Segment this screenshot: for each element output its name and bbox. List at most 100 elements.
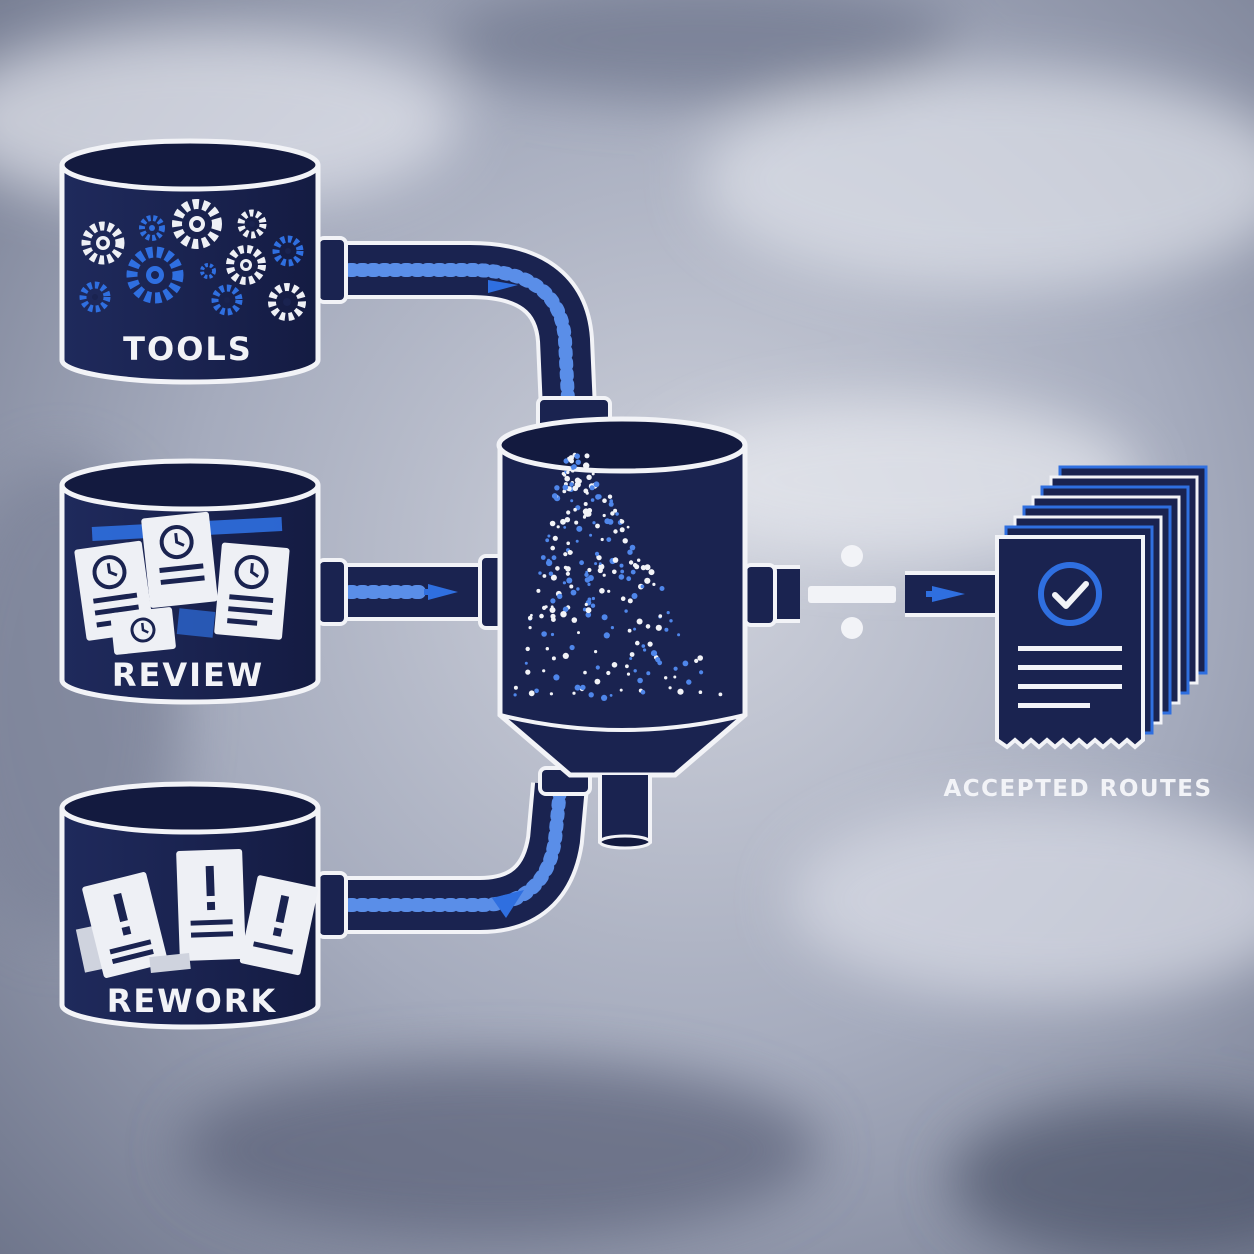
particle: [607, 589, 611, 593]
particle: [619, 519, 625, 524]
particle: [669, 619, 673, 623]
particle: [598, 562, 602, 565]
particle: [557, 593, 563, 599]
particle: [584, 453, 590, 459]
particle: [601, 694, 608, 702]
particle: [591, 596, 596, 601]
particle: [637, 558, 641, 562]
particle: [640, 565, 647, 571]
particle: [682, 660, 689, 667]
particle: [618, 574, 625, 580]
particle: [536, 588, 541, 593]
particle: [551, 555, 557, 561]
particle: [549, 520, 556, 527]
particle: [538, 571, 542, 575]
particle: [528, 626, 532, 630]
particle: [602, 573, 606, 577]
particle: [542, 574, 547, 578]
particle: [562, 484, 569, 491]
particle: [547, 534, 551, 538]
particle: [570, 499, 574, 503]
particle: [552, 535, 558, 541]
particle: [609, 694, 613, 697]
particle: [626, 576, 632, 582]
particle: [583, 514, 587, 518]
division-sign-icon: [808, 545, 896, 639]
particle: [550, 632, 555, 637]
particle: [626, 672, 631, 676]
particle: [571, 617, 578, 623]
particle: [610, 511, 615, 516]
particle: [550, 545, 555, 551]
particle: [587, 567, 592, 573]
particle: [640, 584, 645, 589]
particle: [640, 689, 646, 695]
particle: [573, 507, 577, 512]
particle: [625, 664, 629, 669]
particle: [641, 644, 646, 648]
particle: [528, 690, 535, 697]
particle: [608, 501, 614, 507]
particle: [566, 466, 572, 472]
particle: [635, 640, 640, 646]
filter-hopper-icon: [496, 396, 748, 850]
pipe-hopper-to-output: [743, 563, 995, 627]
particle: [569, 584, 574, 589]
particle: [551, 493, 558, 499]
particle: [673, 675, 677, 679]
source-label-tools: TOOLS: [123, 330, 253, 368]
particle: [548, 571, 554, 576]
particle: [643, 648, 647, 652]
particle: [566, 470, 570, 475]
particle: [594, 678, 601, 685]
particle: [633, 669, 637, 673]
particle: [550, 613, 556, 620]
particle: [567, 550, 573, 555]
source-rework: REWORK: [59, 781, 321, 1030]
particle: [664, 676, 668, 680]
checked-document-stack-icon: [995, 465, 1208, 750]
particle: [632, 563, 638, 568]
particle: [572, 691, 576, 695]
particle: [659, 586, 665, 591]
particle: [584, 572, 589, 577]
particle: [607, 494, 613, 499]
front-document: [995, 535, 1145, 750]
particle: [576, 525, 583, 532]
output-label: ACCEPTED ROUTES: [943, 776, 1212, 802]
particle: [595, 494, 601, 500]
particle: [686, 679, 692, 685]
particle: [591, 472, 595, 476]
particle: [587, 582, 591, 587]
particle: [647, 641, 653, 647]
particle: [590, 498, 595, 502]
particle: [595, 665, 600, 670]
particle: [606, 670, 611, 676]
particle: [525, 669, 531, 675]
particle: [585, 607, 592, 614]
particle: [627, 549, 633, 555]
particle: [622, 538, 628, 544]
flow-arrow-icon: [488, 280, 518, 293]
particle: [582, 508, 590, 515]
particle: [566, 541, 570, 546]
particle: [553, 674, 560, 681]
particle: [541, 631, 547, 637]
particle: [612, 557, 619, 563]
particle: [576, 587, 580, 591]
particle: [539, 613, 544, 619]
gears-icon: [79, 199, 306, 321]
warning-documents-icon: [75, 848, 319, 978]
particle: [575, 459, 581, 465]
particle: [549, 692, 554, 696]
particle: [597, 567, 603, 574]
flow-arrow-icon: [932, 586, 965, 602]
particle: [525, 646, 530, 652]
particle: [626, 525, 630, 529]
particle: [534, 688, 539, 694]
particle: [619, 688, 623, 692]
particle: [590, 603, 596, 608]
check-circle-icon: [1038, 562, 1102, 626]
particle: [637, 677, 643, 684]
particle: [585, 612, 592, 618]
